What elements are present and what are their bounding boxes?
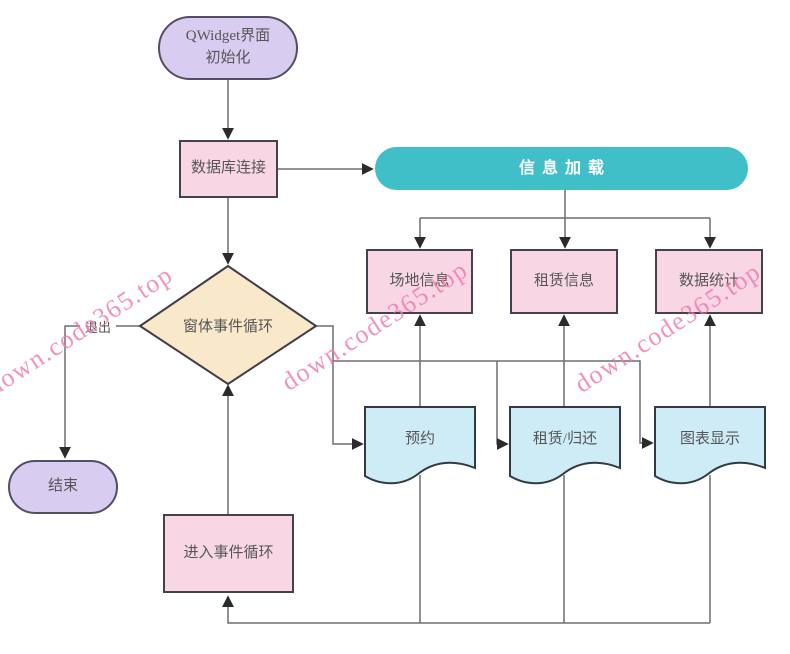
rent-return-doc-label: 租赁/归还 xyxy=(532,430,598,447)
edge-loop-exit-to-end xyxy=(59,325,140,459)
rent-return-doc-shape xyxy=(509,406,621,485)
edge-loop-to-chart xyxy=(333,360,654,449)
event-loop-decision-label: 窗体事件循环 xyxy=(182,318,273,335)
reserve-doc-shape xyxy=(364,406,476,485)
chart-display-doc-label: 图表显示 xyxy=(679,430,740,447)
start-node: QWidget界面 初始化 xyxy=(158,16,298,80)
chart-display-doc-shape xyxy=(654,406,766,485)
exit-edge-label: 退出 xyxy=(80,318,116,335)
event-loop-decision-shape xyxy=(138,264,318,386)
info-load-node: 信息加载 xyxy=(375,147,748,190)
data-stats-node: 数据统计 xyxy=(655,249,763,314)
rental-info-node: 租赁信息 xyxy=(510,249,618,314)
edge-rail-to-enterloop xyxy=(222,595,710,624)
venue-info-node: 场地信息 xyxy=(366,249,473,314)
edge-loop-to-rentreturn xyxy=(496,361,509,450)
edge-loop-to-reserve xyxy=(316,325,364,450)
end-node: 结束 xyxy=(8,460,118,514)
reserve-doc-label: 预约 xyxy=(404,430,435,447)
db-connect-node: 数据库连接 xyxy=(179,140,278,198)
enter-event-loop-node: 进入事件循环 xyxy=(163,514,294,593)
